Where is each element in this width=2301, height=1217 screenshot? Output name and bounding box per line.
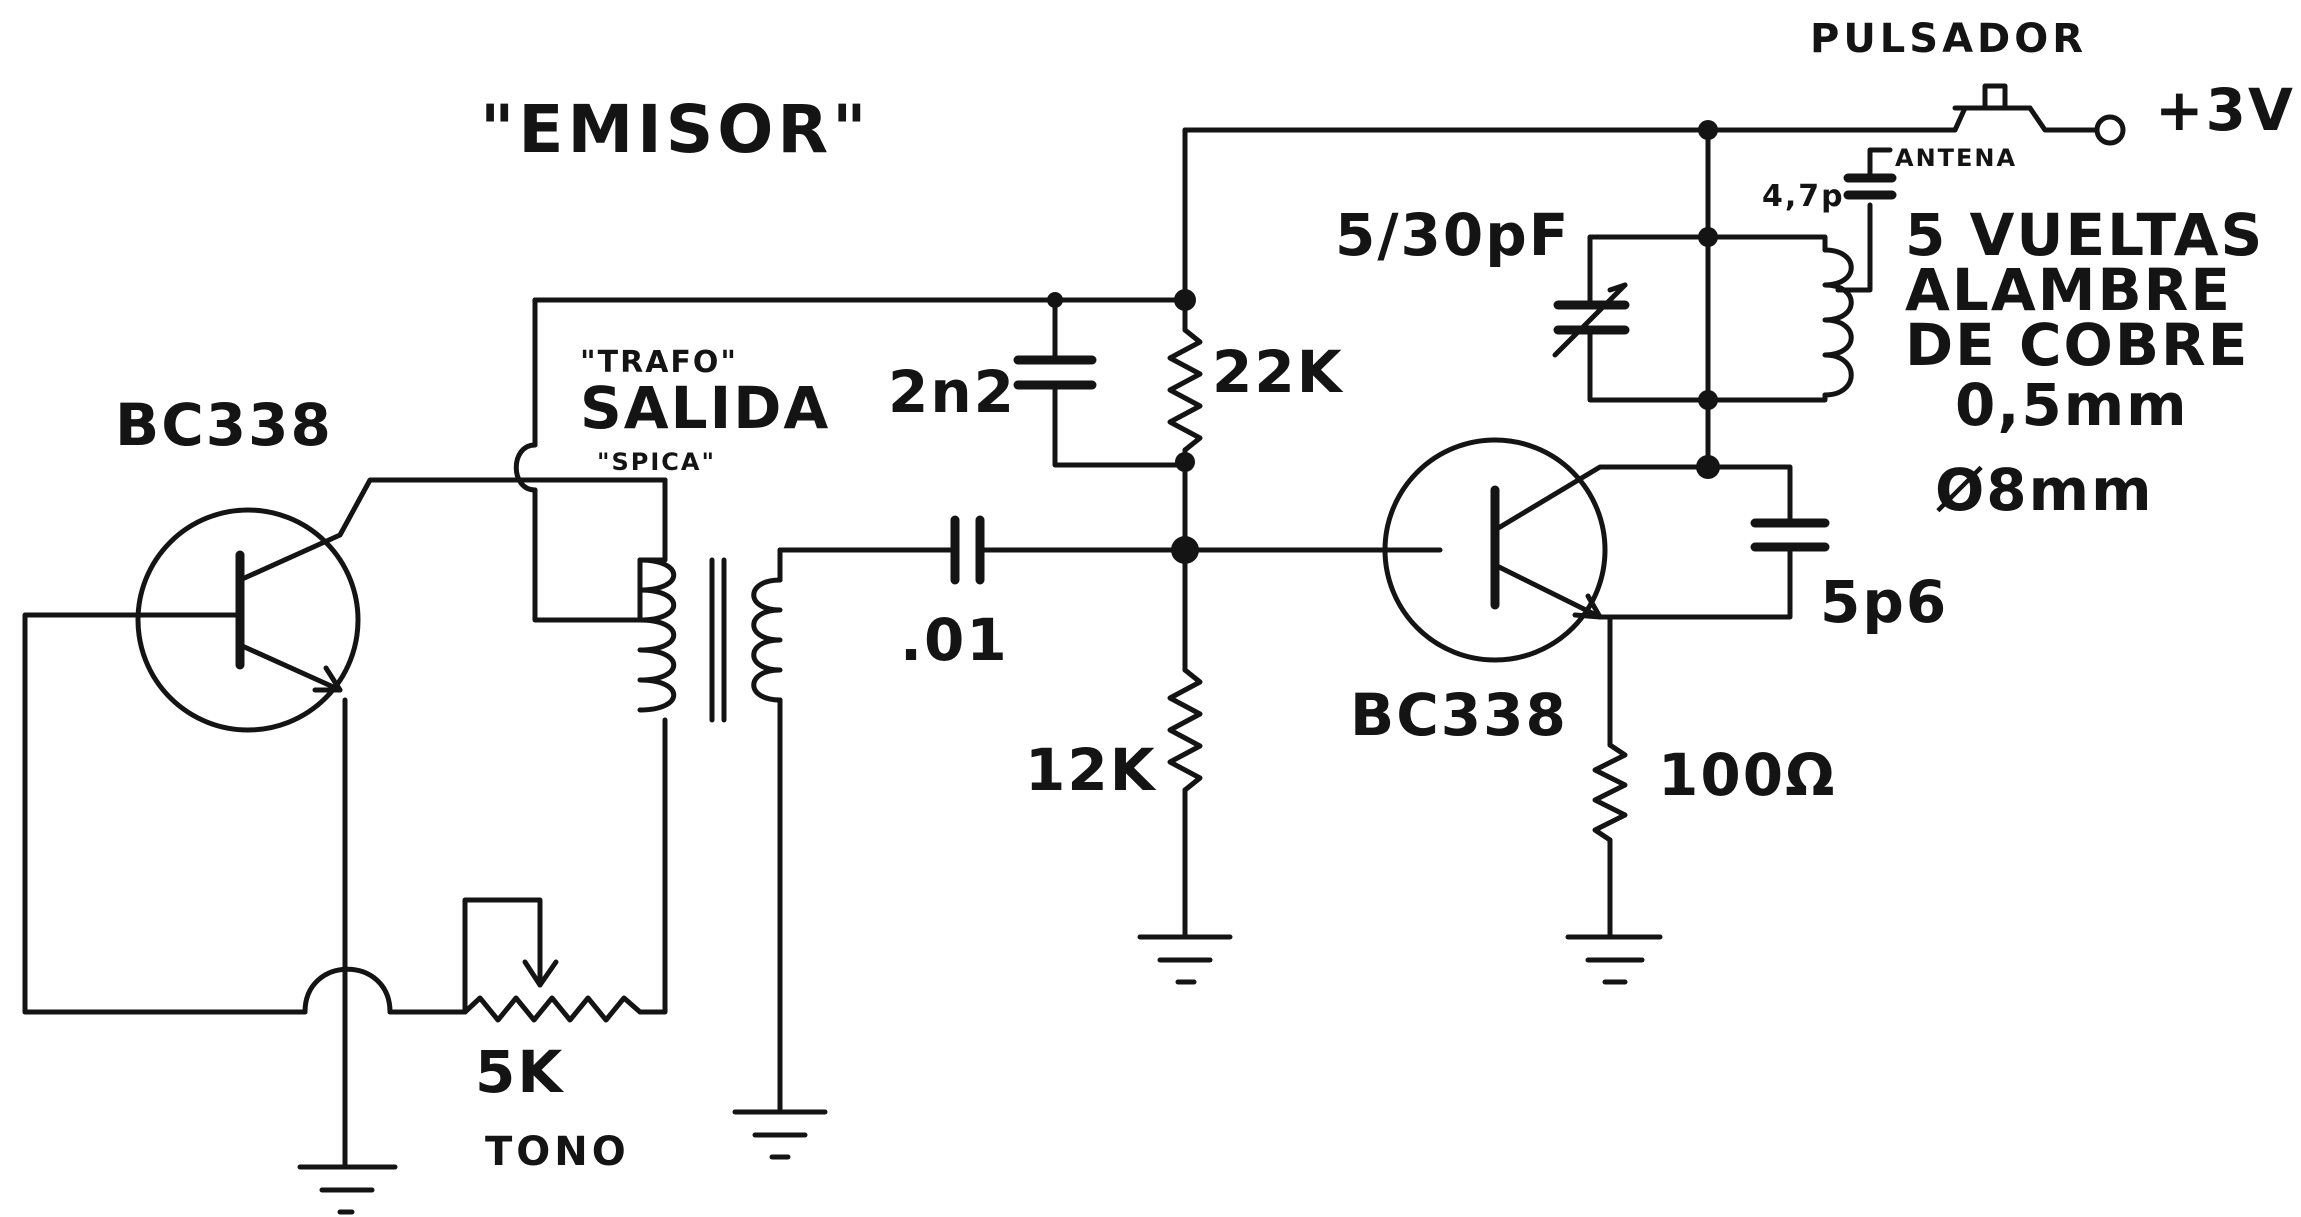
transistor-left xyxy=(22,477,668,1015)
top-bias-wire xyxy=(532,289,1196,311)
label-trafo-line1: "TRAFO" xyxy=(580,345,738,380)
label-cap-2n2: 2n2 xyxy=(888,358,1016,426)
cap-01 xyxy=(777,515,1003,585)
diagram-title: "EMISOR" xyxy=(480,91,871,168)
label-res-100: 100Ω xyxy=(1658,741,1836,809)
antenna-capacitor xyxy=(1835,147,1897,293)
label-antena: ANTENA xyxy=(1895,144,2017,172)
label-pot-name: TONO xyxy=(485,1129,630,1175)
label-transistor-left: BC338 xyxy=(115,391,333,459)
label-res-12k: 12K xyxy=(1025,736,1157,804)
bottom-feedback-wire xyxy=(22,966,468,1015)
transformer-secondary xyxy=(751,547,783,1113)
res-100 xyxy=(1592,614,1628,938)
transformer-core xyxy=(709,557,727,723)
res-22k xyxy=(1167,297,1203,553)
label-coil-line1: 5 VUELTAS xyxy=(1905,201,2264,269)
ground-right xyxy=(1565,934,1663,985)
cap-5p6 xyxy=(1597,464,1830,620)
cap-2n2 xyxy=(1013,297,1188,468)
res-12k xyxy=(1167,547,1203,938)
label-pot-value: 5K xyxy=(475,1038,564,1106)
label-transistor-right: BC338 xyxy=(1350,681,1568,749)
label-cap-antenna: 4,7p xyxy=(1762,179,1845,214)
base-node xyxy=(997,536,1443,564)
ground-secondary xyxy=(732,1109,828,1160)
label-pulsador: PULSADOR xyxy=(1810,16,2087,62)
label-coil-line4: 0,5mm xyxy=(1955,371,2189,439)
label-trimmer-capacitor: 5/30pF xyxy=(1335,201,1570,269)
label-res-22k: 22K xyxy=(1212,338,1344,406)
tank-coil xyxy=(1705,234,1854,403)
label-trafo-line2: SALIDA xyxy=(580,374,830,442)
label-coil-line2: ALAMBRE xyxy=(1905,256,2232,324)
label-coil-line3: DE COBRE xyxy=(1905,311,2249,379)
supply-terminal xyxy=(2094,114,2126,146)
label-supply-voltage: +3V xyxy=(2155,76,2295,144)
label-trafo-line3: "SPICA" xyxy=(597,448,716,476)
label-cap-01: .01 xyxy=(900,606,1009,674)
push-button-switch xyxy=(1952,83,2098,133)
transformer-primary xyxy=(513,297,676,713)
trimmer-capacitor xyxy=(1552,234,1711,403)
tank-left-wire xyxy=(1696,120,1720,479)
ground-center xyxy=(1137,934,1233,985)
potentiometer-tono xyxy=(462,717,668,1023)
supply-rail xyxy=(1182,127,1958,293)
label-cap-5p6: 5p6 xyxy=(1820,568,1948,636)
ground-left xyxy=(297,1164,398,1215)
label-coil-line5: Ø8mm xyxy=(1935,456,2154,524)
